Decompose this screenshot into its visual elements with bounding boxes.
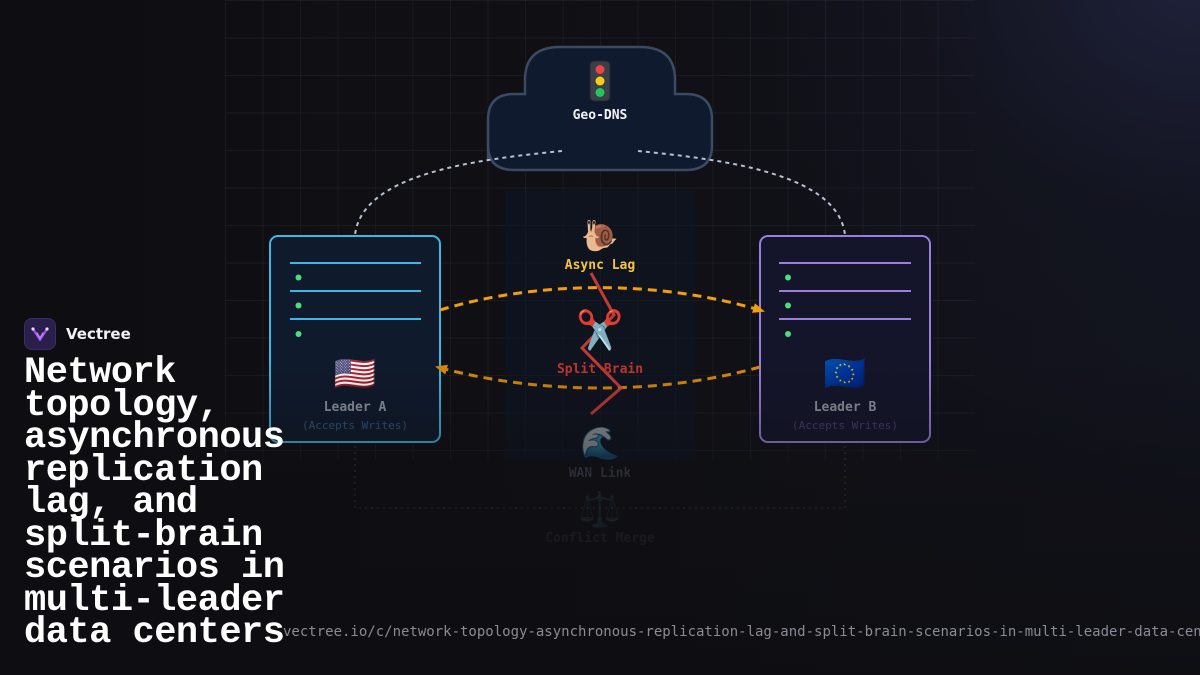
geo-dns-label: Geo-DNS xyxy=(573,108,628,123)
us-flag-icon: 🇺🇸 xyxy=(334,354,376,394)
wave-icon: 🌊 xyxy=(580,424,620,462)
wan-link-label: WAN Link xyxy=(569,466,632,481)
eu-flag-icon: 🇪🇺 xyxy=(824,354,866,394)
page-title: Network topology, asynchronous replicati… xyxy=(24,352,285,654)
leader-b-subtitle: (Accepts Writes) xyxy=(792,419,898,432)
brand-name: Vectree xyxy=(66,325,131,343)
conflict-merge-label: Conflict Merge xyxy=(545,531,655,546)
status-dot xyxy=(785,331,791,337)
leader-a-title: Leader A xyxy=(324,400,387,415)
traffic-light-icon xyxy=(589,60,611,102)
brand: Vectree xyxy=(24,317,131,351)
balance-scale-icon: ⚖️ xyxy=(579,490,621,530)
split-brain-label: Split Brain xyxy=(557,362,643,377)
leader-b-node: 🇪🇺 Leader B (Accepts Writes) xyxy=(759,235,931,443)
async-lag-label: Async Lag xyxy=(565,258,635,273)
leader-b-title: Leader B xyxy=(814,400,877,415)
dns-link-leader-a xyxy=(354,150,563,236)
page-url[interactable]: vectree.io/c/network-topology-asynchrono… xyxy=(283,624,1200,640)
status-dot xyxy=(295,274,302,281)
vectree-logo-icon xyxy=(24,318,56,350)
status-dot xyxy=(785,302,791,309)
dns-link-leader-b xyxy=(637,150,846,236)
scissors-icon: ✂️ xyxy=(576,307,623,352)
status-dot xyxy=(295,302,302,309)
snail-icon: 🐌 xyxy=(581,219,618,254)
status-dot xyxy=(785,274,791,281)
status-dot xyxy=(295,331,302,337)
geo-dns-cloud xyxy=(486,45,714,172)
